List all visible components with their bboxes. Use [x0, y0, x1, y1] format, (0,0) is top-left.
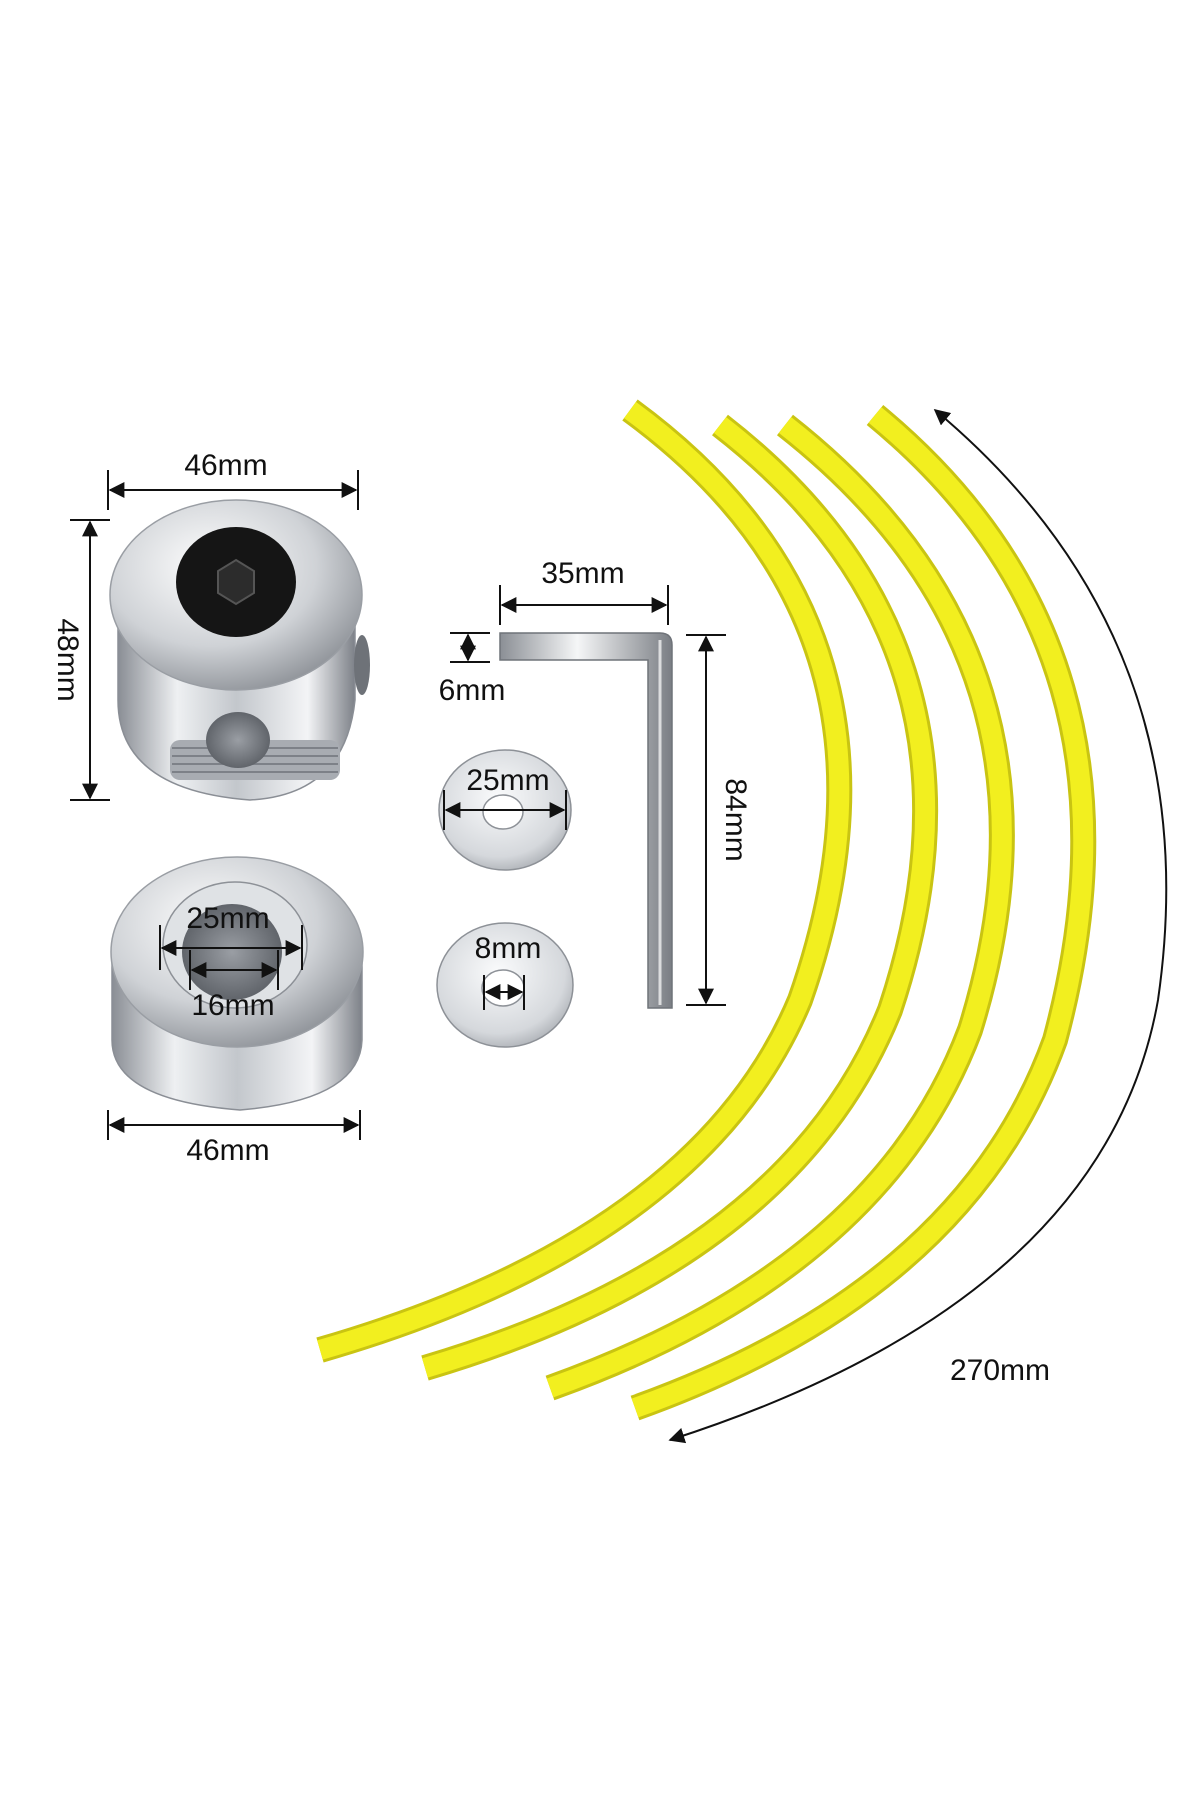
line-length-dimension: 270mm — [668, 408, 1168, 1444]
small-washer-label: 8mm — [475, 932, 542, 965]
wrench-thickness-label: 6mm — [439, 674, 506, 707]
large-washer-dimension: 25mm — [443, 764, 567, 830]
wrench-length-dimension: 84mm — [686, 634, 752, 1006]
trimmer-lines — [316, 399, 1097, 1421]
cap-height-dimension: 48mm — [51, 519, 110, 801]
washer-hole-icon — [481, 969, 525, 1007]
base-width-label: 46mm — [186, 1134, 269, 1167]
small-washer-dimension: 8mm — [475, 932, 542, 1010]
wrench-length-label: 84mm — [719, 778, 752, 861]
line-length-label: 270mm — [950, 1354, 1050, 1387]
base-inner-bore-label: 16mm — [191, 989, 274, 1022]
wrench-width-dimension: 35mm — [499, 557, 669, 625]
wrench-width-label: 35mm — [541, 557, 624, 590]
cap-width-dimension: 46mm — [107, 449, 359, 510]
cap-height-label: 48mm — [51, 618, 84, 701]
side-hole-icon — [206, 712, 270, 768]
aluminium-head-cap — [109, 499, 370, 801]
base-width-dimension: 46mm — [107, 1110, 361, 1167]
hex-socket-icon — [217, 558, 255, 606]
base-outer-bore-label: 25mm — [186, 902, 269, 935]
aluminium-head-base — [110, 856, 364, 1111]
base-inner-bore-dimension: 16mm — [189, 950, 279, 1022]
washer-hole-icon — [482, 794, 524, 830]
base-outer-bore-dimension: 25mm — [159, 902, 303, 970]
wrench-thickness-dimension: 6mm — [439, 632, 506, 707]
large-washer-label: 25mm — [466, 764, 549, 797]
cap-width-label: 46mm — [184, 449, 267, 482]
